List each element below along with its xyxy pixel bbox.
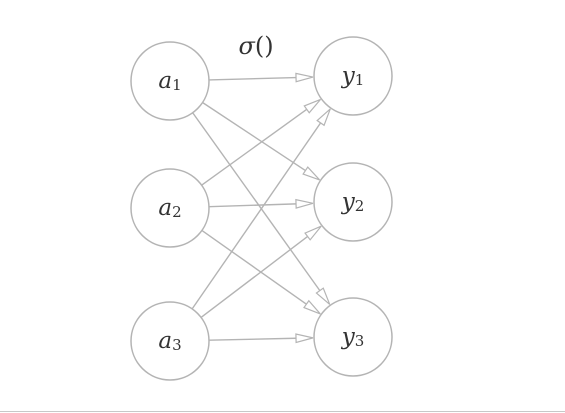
output-var: y [341, 189, 356, 215]
edge-line [208, 203, 297, 208]
input-subscript: 3 [172, 336, 182, 354]
output-node-2: y2 [313, 162, 393, 242]
input-node-circle [130, 301, 210, 381]
input-node-2: a2 [130, 168, 210, 248]
edge-a3-y3 [208, 333, 314, 344]
activation-parens: () [255, 32, 274, 60]
edge-line [208, 337, 297, 341]
input-var: a [158, 68, 172, 94]
edge-line [191, 122, 322, 310]
edge-a3-y2 [200, 225, 322, 318]
edges-layer [191, 72, 331, 344]
edge-line [192, 112, 321, 292]
output-node-circle [313, 297, 393, 377]
arrow-head [295, 333, 314, 344]
input-node-label: a1 [158, 68, 181, 94]
output-subscript: 1 [355, 71, 365, 89]
input-node-label: a3 [158, 328, 181, 354]
output-node-1: y1 [313, 36, 393, 116]
input-var: a [158, 328, 172, 354]
output-node-3: y3 [313, 297, 393, 377]
edge-line [201, 229, 307, 305]
edge-a2-y3 [201, 229, 321, 315]
input-var: a [158, 195, 172, 221]
output-node-circle [313, 36, 393, 116]
arrow-head [316, 108, 331, 127]
edge-line [200, 235, 309, 318]
output-var: y [341, 324, 356, 350]
input-node-label: a2 [158, 195, 181, 221]
edge-a1-y1 [208, 72, 314, 83]
activation-function-label: σ() [238, 32, 273, 60]
input-subscript: 2 [172, 203, 182, 221]
input-node-3: a3 [130, 301, 210, 381]
edge-line [202, 101, 306, 172]
output-subscript: 2 [355, 197, 365, 215]
output-node-label: y1 [341, 63, 365, 89]
edge-a2-y2 [208, 198, 314, 209]
arrow-head [304, 225, 322, 241]
edge-line [201, 108, 308, 186]
input-node-1: a1 [130, 41, 210, 121]
output-node-label: y3 [341, 324, 365, 350]
edge-a3-y1 [191, 108, 331, 310]
activation-symbol: σ [238, 32, 255, 60]
arrow-head [303, 98, 322, 114]
input-node-circle [130, 41, 210, 121]
edge-line [208, 76, 297, 81]
input-subscript: 1 [172, 76, 182, 94]
arrow-head [315, 287, 331, 305]
edge-a1-y3 [192, 112, 331, 305]
arrow-head [302, 166, 321, 181]
output-node-circle [313, 162, 393, 242]
output-subscript: 3 [355, 332, 365, 350]
arrow-head [295, 198, 314, 209]
input-node-circle [130, 168, 210, 248]
output-var: y [341, 63, 356, 89]
arrow-head [303, 299, 321, 315]
edge-a1-y2 [202, 101, 321, 181]
output-node-label: y2 [341, 189, 365, 215]
arrow-head [295, 72, 314, 83]
edge-a2-y1 [201, 98, 322, 186]
